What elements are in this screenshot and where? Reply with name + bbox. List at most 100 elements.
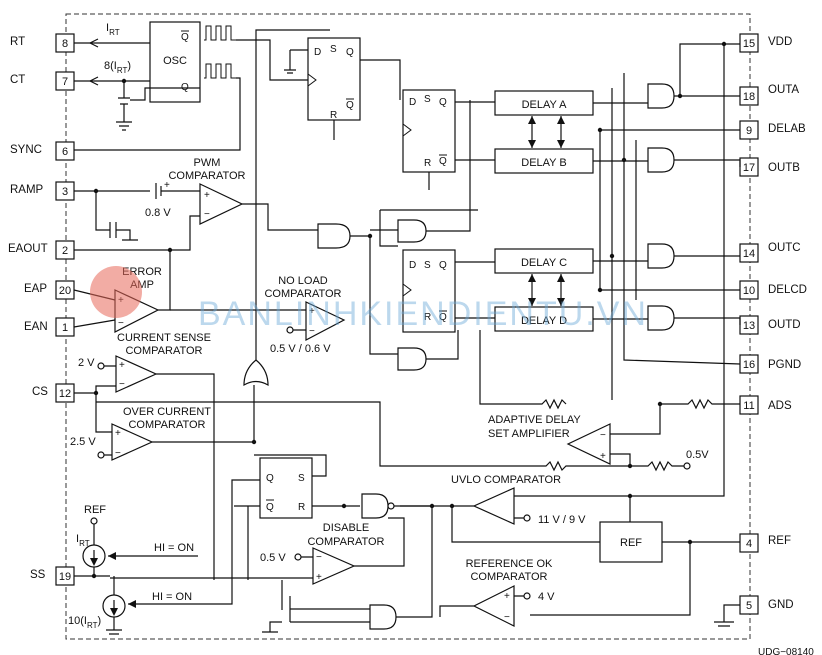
v2-label: 2 V (78, 357, 95, 369)
pin-ct-name: CT (10, 74, 25, 86)
and-gate-bottom (369, 604, 397, 630)
svg-text:D: D (409, 97, 416, 108)
pin-ramp-name: RAMP (10, 184, 44, 196)
pin-outd-name: OUTD (768, 319, 801, 331)
left-pins: 8 RT 7 CT 6 SYNC 3 RAMP 2 EAOUT 20 EAP 1… (8, 33, 75, 586)
ff2 (402, 89, 456, 173)
pin-rt-name: RT (10, 36, 25, 48)
svg-text:Q: Q (346, 100, 354, 111)
pin-cs-num: 12 (59, 388, 71, 400)
delay-c-block (494, 248, 594, 274)
cs-comp-label-1: CURRENT SENSE (117, 332, 211, 344)
svg-text:−: − (316, 552, 322, 563)
pin-gnd-num: 5 (746, 600, 752, 612)
and-gate-1 (317, 223, 351, 249)
pin-ads-num: 11 (743, 400, 754, 412)
pin-vdd-name: VDD (768, 36, 792, 48)
osc-qbar: Q (181, 32, 189, 43)
svg-text:Q: Q (346, 47, 354, 58)
no-load-label-2: COMPARATOR (264, 288, 341, 300)
svg-text:Q: Q (439, 156, 447, 167)
pwm-comparator (199, 183, 244, 225)
current-sense-section: CURRENT SENSE COMPARATOR + − 2 V (74, 332, 215, 580)
svg-text:−: − (204, 209, 210, 220)
no-load-section: NO LOAD COMPARATOR + − 0.5 V / 0.6 V (170, 275, 346, 355)
svg-text:R: R (298, 502, 305, 513)
ff3 (402, 249, 456, 333)
svg-text:D: D (314, 47, 321, 58)
pin-outc-num: 14 (743, 248, 755, 260)
over-current-comparator (111, 423, 154, 461)
pin-sync-box (55, 141, 75, 161)
delay-a-label: DELAY A (522, 99, 568, 111)
pin-eaout-num: 2 (62, 245, 68, 257)
pin-ss-num: 19 (59, 571, 71, 583)
right-pins: 15 VDD 18 OUTA 9 DELAB 17 OUTB 14 OUTC 1… (739, 33, 807, 615)
pin-sync-name: SYNC (10, 144, 42, 156)
v05-right-label: 0.5V (686, 449, 709, 461)
svg-text:Q: Q (439, 97, 447, 108)
irt-top-label: IRT (106, 22, 120, 37)
delay-a-block (494, 90, 594, 116)
pwm-section: PWM COMPARATOR + − + 0.8 V (74, 157, 318, 251)
pin-pgnd-num: 16 (743, 359, 755, 371)
uvlo-section: UVLO COMPARATOR 11 V / 9 V (392, 44, 725, 526)
watermark-logo (90, 266, 142, 318)
pin-vdd-box (739, 33, 759, 53)
pin-ref-box (739, 533, 759, 553)
svg-text:+: + (309, 306, 315, 317)
pwm-label-2: COMPARATOR (168, 170, 245, 182)
uvlo-comparator (472, 487, 515, 525)
pin-pgnd-name: PGND (768, 359, 801, 371)
and-gate-outd (647, 305, 675, 331)
svg-text:D: D (409, 260, 416, 271)
oc-label-2: COMPARATOR (128, 419, 205, 431)
irt8-label: 8(IRT) (104, 60, 131, 75)
pin-outa-num: 18 (743, 91, 755, 103)
steering-ff-ab: D S Q R Q (402, 89, 495, 190)
delay-b-label: DELAY B (521, 157, 566, 169)
reference-ok-comparator (472, 585, 515, 627)
disable-comparator (312, 547, 356, 585)
svg-text:−: − (309, 326, 315, 337)
fault-latch-section: Q S Q R (234, 29, 360, 580)
pin-delcd-num: 10 (743, 285, 755, 297)
adaptive-delay-section: ADAPTIVE DELAY SET AMPLIFIER − + 0.5V (96, 330, 740, 472)
uvlo-threshold: 11 V / 9 V (538, 514, 586, 526)
svg-text:+: + (119, 360, 125, 371)
or-gate (243, 359, 269, 387)
gnd-symbol (714, 604, 740, 627)
pin-outb-num: 17 (743, 162, 755, 174)
svg-text:S: S (298, 473, 305, 484)
v08-label: 0.8 V (145, 207, 171, 219)
svg-text:S: S (424, 260, 431, 271)
svg-text:−: − (600, 430, 606, 441)
uvlo-label: UVLO COMPARATOR (451, 474, 561, 486)
ref-src-label: REF (84, 504, 106, 516)
no-load-label-1: NO LOAD (278, 275, 328, 287)
logic-gates-center (317, 100, 478, 371)
nand-gate (361, 493, 389, 519)
cs-comp-label-2: COMPARATOR (125, 345, 202, 357)
and-gate-outc (647, 243, 675, 269)
and-gate-2 (397, 219, 427, 243)
svg-text:+: + (115, 428, 121, 439)
disable-label-2: COMPARATOR (307, 536, 384, 548)
delay-blocks: DELAY A DELAY B DELAY C DELAY D (494, 90, 594, 332)
svg-text:R: R (330, 110, 337, 121)
v4-label: 4 V (538, 591, 555, 603)
adaptive-label-2: SET AMPLIFIER (488, 428, 570, 440)
reference-ok-section: REFERENCE OK COMPARATOR + − 4 V (439, 558, 555, 627)
oscillator: OSC Q Q IRT 8(IRT) (74, 21, 236, 131)
pin-outa-name: OUTA (768, 84, 799, 96)
ref-block-label: REF (620, 537, 642, 549)
steering-ff-cd: D S Q R Q (402, 249, 495, 333)
pin-ads-name: ADS (768, 400, 792, 412)
pwm-label-1: PWM (194, 157, 221, 169)
pin-ref-name: REF (768, 535, 791, 547)
svg-text:−: − (118, 318, 124, 329)
svg-text:+: + (504, 591, 510, 602)
pin-rt-num: 8 (62, 38, 68, 50)
pwm-latch: D S Q R Q (74, 37, 401, 151)
output-gates (593, 43, 741, 400)
